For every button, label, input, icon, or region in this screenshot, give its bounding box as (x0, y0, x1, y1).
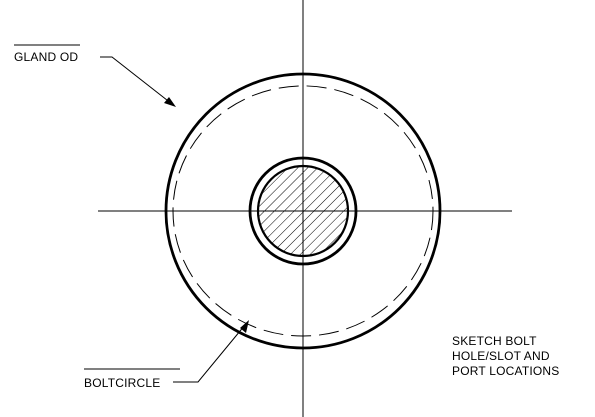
gland-od-leader (100, 56, 173, 105)
boltcircle-leader (173, 324, 246, 383)
gland-bore-circle (248, 156, 358, 266)
sketch-note-line-2: HOLE/SLOT AND (452, 349, 550, 363)
bolt-circle (172, 85, 434, 337)
boltcircle-label: BOLTCIRCLE (84, 376, 161, 390)
sketch-note: SKETCH BOLT HOLE/SLOT AND PORT LOCATIONS (452, 334, 560, 379)
sketch-note-line-3: PORT LOCATIONS (452, 364, 560, 378)
gland-od-label: GLAND OD (14, 50, 79, 64)
gland-od-circle (164, 72, 442, 350)
gland-od-arrowhead (164, 97, 176, 107)
boltcircle-arrowhead (240, 320, 249, 333)
sketch-note-line-1: SKETCH BOLT (452, 334, 537, 348)
